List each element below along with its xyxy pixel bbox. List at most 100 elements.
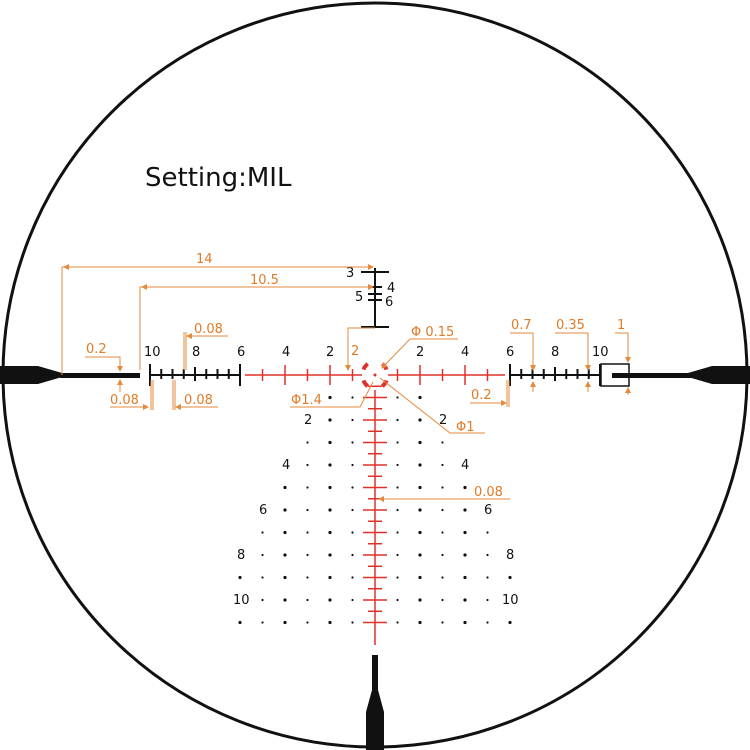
holdover-dot (306, 508, 309, 512)
holdover-dot (441, 463, 444, 467)
holdover-dot (328, 620, 332, 625)
holdover-dot (351, 598, 354, 602)
holdover-dot (261, 621, 264, 624)
annotation-ring-outer: Φ1.4 (291, 393, 322, 408)
h-label-right-10: 10 (592, 345, 609, 360)
holdover-dot (261, 576, 264, 579)
center-dot (373, 373, 377, 377)
holdover-dot (396, 531, 399, 534)
holdover-dot (441, 531, 444, 534)
holdover-dot (328, 395, 332, 400)
holdover-dot (283, 620, 287, 625)
holdover-dot (328, 598, 332, 602)
h-label-left-10: 10 (144, 345, 161, 360)
holdover-dot (351, 463, 354, 467)
left-stem (60, 373, 140, 378)
top-ladder (361, 268, 389, 328)
annotation-14: 14 (196, 252, 213, 267)
holdover-dot (396, 396, 399, 399)
h-label-right-6: 6 (506, 345, 514, 360)
holdover-dot (441, 441, 444, 444)
holdover-dot (441, 576, 444, 579)
holdover-dot (486, 621, 489, 624)
holdover-dot (283, 553, 287, 557)
holdover-dot (261, 598, 264, 602)
holdover-dot (396, 463, 399, 467)
holdover-dot (418, 463, 422, 467)
holdover-dot (351, 553, 354, 557)
h-label-left-6: 6 (237, 345, 245, 360)
holdover-dots (238, 395, 512, 625)
holdover-dot (418, 553, 422, 557)
holdover-dot (508, 620, 512, 625)
holdover-dot (418, 598, 422, 602)
holdover-dot (418, 395, 422, 400)
tree-label-left-4: 4 (282, 458, 290, 473)
holdover-dot (396, 508, 399, 512)
ladder-label-3: 3 (346, 266, 354, 281)
holdover-dot (463, 598, 467, 602)
h-label-left-4: 4 (282, 345, 290, 360)
annotation-0-08-b: 0.08 (184, 393, 213, 408)
ladder-label-6: 6 (385, 295, 393, 310)
tree-label-left-10: 10 (233, 593, 250, 608)
holdover-dot (396, 621, 399, 624)
holdover-dot (351, 418, 354, 422)
holdover-dot (486, 598, 489, 602)
ladder-label-4: 4 (387, 281, 395, 296)
holdover-dot (283, 485, 287, 490)
annotation-0-08-c: 0.08 (194, 322, 223, 337)
holdover-dot (463, 530, 467, 535)
holdover-dot (396, 486, 399, 489)
holdover-dot (306, 531, 309, 534)
holdover-dot (261, 553, 264, 557)
holdover-dot (396, 553, 399, 557)
annotation-0-35: 0.35 (556, 318, 585, 333)
holdover-dot (418, 530, 422, 535)
annotation-ring-inner: Φ1 (456, 420, 475, 435)
holdover-dot (486, 531, 489, 534)
holdover-dot (328, 418, 332, 422)
holdover-dot (306, 486, 309, 489)
holdover-dot (283, 530, 287, 535)
annotation-center-gap: 2 (351, 344, 359, 359)
tree-label-right-4: 4 (461, 458, 469, 473)
holdover-dot (306, 598, 309, 602)
holdover-dot (328, 553, 332, 557)
holdover-dot (396, 598, 399, 602)
h-label-right-2: 2 (416, 345, 424, 360)
holdover-dot (463, 620, 467, 625)
annotation-1: 1 (617, 318, 625, 333)
holdover-dot (306, 463, 309, 467)
holdover-dot (396, 418, 399, 422)
holdover-dot (486, 553, 489, 557)
tree-label-right-8: 8 (506, 548, 514, 563)
h-label-right-8: 8 (551, 345, 559, 360)
holdover-dot (306, 621, 309, 624)
holdover-dot (441, 598, 444, 602)
holdover-dot (328, 485, 332, 490)
holdover-dot (396, 441, 399, 444)
holdover-dot (351, 441, 354, 444)
holdover-dot (418, 575, 422, 580)
holdover-dot (441, 621, 444, 624)
holdover-dot (441, 508, 444, 512)
holdover-dot (441, 553, 444, 557)
holdover-dot (261, 531, 264, 534)
setting-title: Setting:MIL (145, 163, 292, 193)
holdover-dot (351, 396, 354, 399)
dimension-lines (61, 264, 631, 502)
holdover-dot (463, 508, 467, 512)
holdover-dot (463, 485, 467, 490)
annotation-0-2-right: 0.2 (471, 388, 492, 403)
holdover-dot (351, 508, 354, 512)
holdover-dot (283, 508, 287, 512)
holdover-dot (328, 508, 332, 512)
holdover-dot (441, 486, 444, 489)
tree-label-left-8: 8 (237, 548, 245, 563)
reticle-ticks (149, 364, 601, 645)
annotation-0-08-a: 0.08 (110, 393, 139, 408)
holdover-dot (238, 620, 242, 625)
bottom-thick-post (366, 655, 384, 750)
